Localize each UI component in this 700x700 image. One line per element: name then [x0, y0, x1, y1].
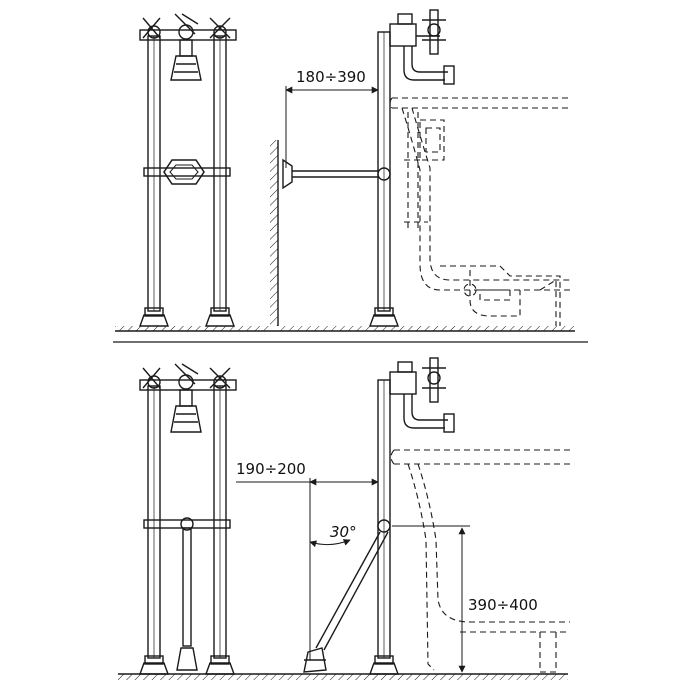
bottom-height-label: 390÷400: [468, 596, 538, 614]
top-section: [113, 9, 588, 343]
bottom-angle-label: 30°: [330, 523, 357, 541]
bottom-floor: [118, 673, 568, 680]
bottom-wall-distance-dimension: [236, 478, 379, 660]
top-front-view: [139, 13, 237, 327]
top-floor: [113, 326, 588, 343]
bottom-wall-distance-label: 190÷200: [236, 460, 306, 478]
top-wall-distance-label: 180÷390: [296, 68, 366, 86]
bottom-section: [118, 357, 570, 680]
bottom-front-view: [139, 363, 237, 675]
bottom-height-dimension: [392, 525, 470, 673]
top-side-view: [270, 9, 455, 327]
bottom-side-view: [303, 357, 455, 675]
top-wall-distance-dimension: [285, 86, 379, 168]
bottom-bathtub: [390, 449, 570, 673]
top-bathtub: [389, 97, 570, 326]
